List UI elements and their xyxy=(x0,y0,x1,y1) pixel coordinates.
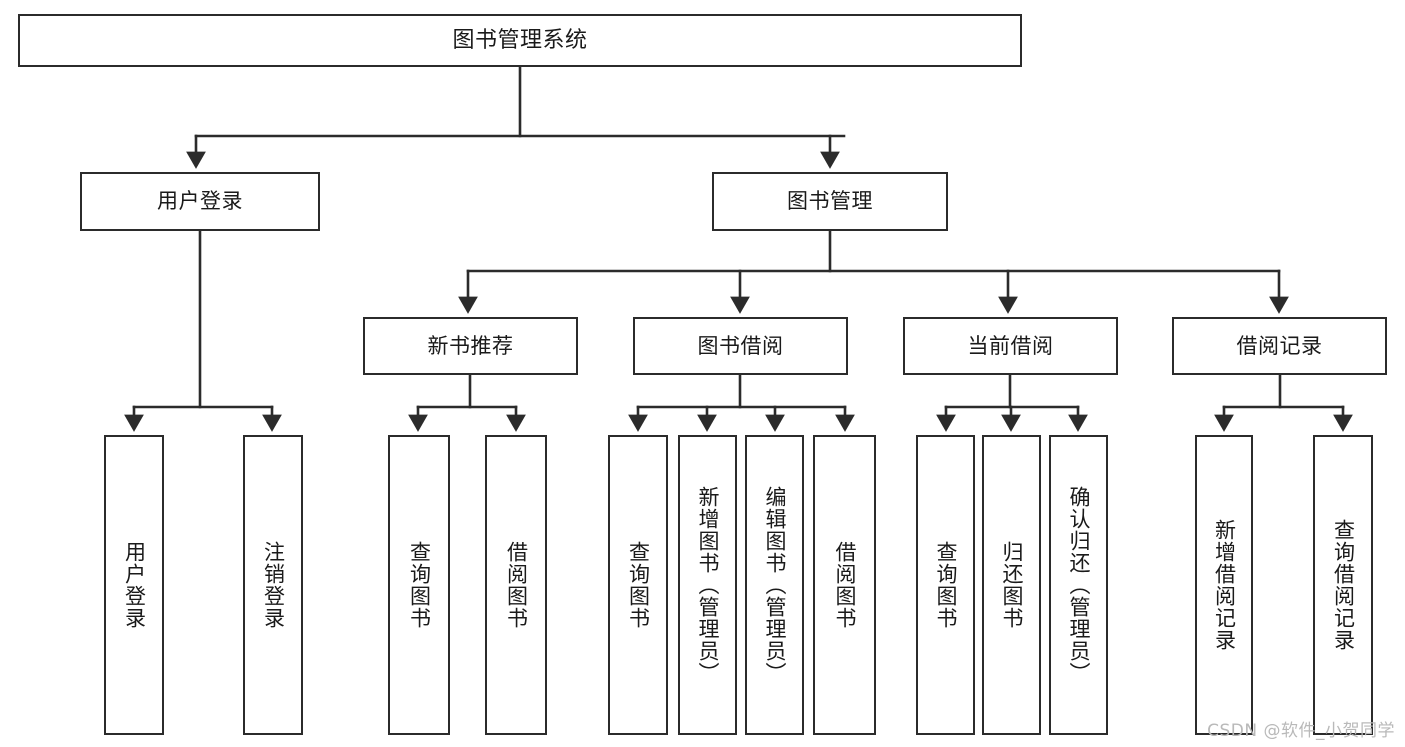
node-label: 新增图书（管理员） xyxy=(695,486,720,684)
node-label: 新增借阅记录 xyxy=(1212,519,1237,651)
node-label: 借阅记录 xyxy=(1236,333,1323,358)
node-leaf-query-borrow-record[interactable]: 查询借阅记录 xyxy=(1313,435,1373,735)
node-label: 图书管理系统 xyxy=(452,27,588,53)
node-label: 图书管理 xyxy=(787,189,873,214)
node-label: 用户登录 xyxy=(157,189,243,214)
node-leaf-query-book-1[interactable]: 查询图书 xyxy=(388,435,450,735)
node-label: 查询图书 xyxy=(933,541,958,629)
node-leaf-return-book[interactable]: 归还图书 xyxy=(982,435,1041,735)
node-leaf-borrow-book-1[interactable]: 借阅图书 xyxy=(485,435,547,735)
node-book-management[interactable]: 图书管理 xyxy=(712,172,948,231)
node-label: 查询图书 xyxy=(407,541,432,629)
node-leaf-logout[interactable]: 注销登录 xyxy=(243,435,303,735)
node-new-book-recommend[interactable]: 新书推荐 xyxy=(363,317,578,375)
node-label: 用户登录 xyxy=(122,541,147,629)
node-current-borrow[interactable]: 当前借阅 xyxy=(903,317,1118,375)
node-label: 编辑图书（管理员） xyxy=(762,486,787,684)
node-label: 注销登录 xyxy=(261,541,286,629)
node-leaf-borrow-book-2[interactable]: 借阅图书 xyxy=(813,435,876,735)
node-user-login[interactable]: 用户登录 xyxy=(80,172,320,231)
node-label: 借阅图书 xyxy=(832,541,857,629)
node-leaf-add-borrow-record[interactable]: 新增借阅记录 xyxy=(1195,435,1253,735)
node-label: 归还图书 xyxy=(999,541,1024,629)
node-leaf-query-book-2[interactable]: 查询图书 xyxy=(608,435,668,735)
node-label: 借阅图书 xyxy=(504,541,529,629)
node-label: 确认归还（管理员） xyxy=(1066,486,1091,684)
node-leaf-add-book-admin[interactable]: 新增图书（管理员） xyxy=(678,435,737,735)
node-leaf-confirm-return-admin[interactable]: 确认归还（管理员） xyxy=(1049,435,1108,735)
node-book-management-system[interactable]: 图书管理系统 xyxy=(18,14,1022,67)
node-label: 当前借阅 xyxy=(967,333,1054,358)
node-borrow-record[interactable]: 借阅记录 xyxy=(1172,317,1387,375)
watermark-text: CSDN @软件_小贺同学 xyxy=(1207,721,1395,741)
node-label: 查询图书 xyxy=(626,541,651,629)
node-book-borrow[interactable]: 图书借阅 xyxy=(633,317,848,375)
node-label: 图书借阅 xyxy=(697,333,784,358)
node-label: 新书推荐 xyxy=(427,333,514,358)
node-label: 查询借阅记录 xyxy=(1331,519,1356,651)
node-leaf-query-book-3[interactable]: 查询图书 xyxy=(916,435,975,735)
node-leaf-edit-book-admin[interactable]: 编辑图书（管理员） xyxy=(745,435,804,735)
node-leaf-user-login[interactable]: 用户登录 xyxy=(104,435,164,735)
